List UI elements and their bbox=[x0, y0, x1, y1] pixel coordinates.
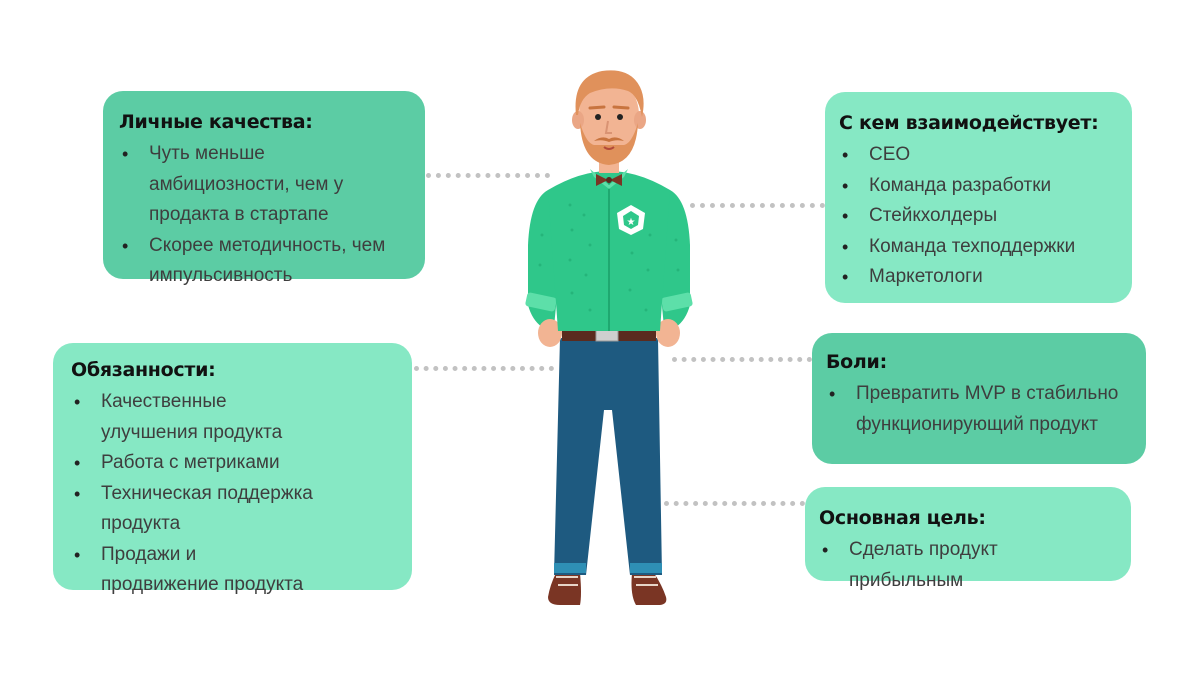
card-list: Качественные улучшения продукта Работа с… bbox=[71, 387, 394, 601]
card-main-goal: Основная цель: Сделать продукт прибыльны… bbox=[805, 487, 1131, 591]
right-shoe bbox=[631, 573, 667, 605]
hair bbox=[575, 70, 644, 117]
card-title: Обязанности: bbox=[71, 359, 216, 381]
bow-tie bbox=[596, 174, 622, 186]
card-duties: Обязанности: Качественные улучшения прод… bbox=[53, 343, 412, 595]
card-pains: Боли: Превратить MVP в стабильно функцио… bbox=[812, 333, 1146, 464]
head bbox=[579, 79, 639, 151]
list-item: Команда разработки bbox=[839, 171, 1118, 202]
card-list: Чуть меньше амбициозности, чем у продакт… bbox=[119, 139, 409, 292]
jeans bbox=[554, 338, 662, 575]
list-item: Стейкхолдеры bbox=[839, 201, 1118, 232]
connector-pains bbox=[672, 357, 812, 362]
card-interacts-with: С кем взаимодействует: CEO Команда разра… bbox=[825, 92, 1132, 303]
list-item: Команда техподдержки bbox=[839, 232, 1118, 263]
card-title: Основная цель: bbox=[819, 507, 986, 529]
list-item: Качественные улучшения продукта bbox=[71, 387, 301, 448]
list-item: Чуть меньше амбициозности, чем у продакт… bbox=[119, 139, 409, 231]
card-list: Превратить MVP в стабильно функционирующ… bbox=[826, 379, 1132, 440]
card-title: Личные качества: bbox=[119, 111, 313, 133]
mustache bbox=[594, 137, 624, 142]
list-item: Маркетологи bbox=[839, 262, 1118, 293]
card-title: С кем взаимодействует: bbox=[839, 112, 1099, 134]
beard bbox=[580, 123, 638, 165]
card-list: CEO Команда разработки Стейкхолдеры Кома… bbox=[839, 140, 1118, 293]
connector-personal bbox=[426, 173, 550, 178]
svg-text:★: ★ bbox=[627, 217, 636, 228]
connector-interacts bbox=[690, 203, 825, 208]
list-item: Продажи и продвижение продукта bbox=[71, 540, 311, 601]
list-item: Работа с метриками bbox=[71, 448, 384, 479]
list-item: Скорее методичность, чем импульсивность bbox=[119, 231, 409, 292]
list-item: CEO bbox=[839, 140, 1118, 171]
list-item: Техническая поддержка продукта bbox=[71, 479, 384, 540]
list-item: Превратить MVP в стабильно функционирующ… bbox=[826, 379, 1132, 440]
card-list: Сделать продукт прибыльным bbox=[819, 535, 1117, 596]
man-illustration: ★ bbox=[525, 70, 693, 605]
connector-goal bbox=[664, 501, 805, 506]
card-title: Боли: bbox=[826, 351, 887, 373]
list-item: Сделать продукт прибыльным bbox=[819, 535, 1117, 596]
connector-duties bbox=[414, 366, 554, 371]
card-personal-qualities: Личные качества: Чуть меньше амбициознос… bbox=[103, 91, 425, 286]
left-shoe bbox=[548, 573, 581, 605]
